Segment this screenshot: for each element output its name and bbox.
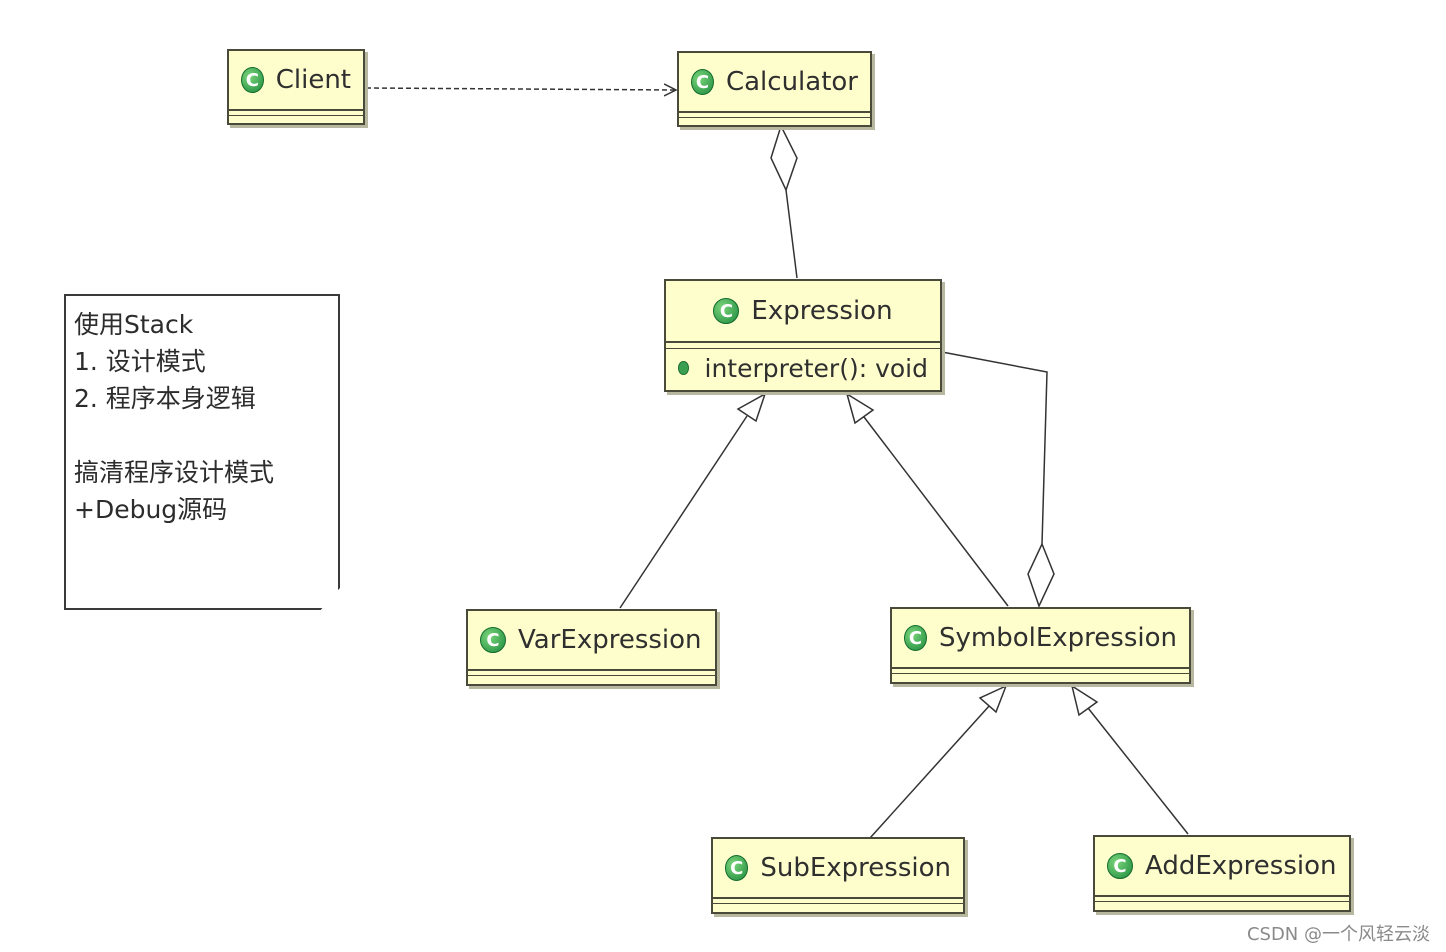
operations-divider xyxy=(713,903,963,904)
class-symbol-expression[interactable]: C SymbolExpression xyxy=(890,607,1191,684)
class-name-add-expression: AddExpression xyxy=(1145,851,1337,881)
generalization-triangle-var xyxy=(736,392,767,423)
class-var-expression[interactable]: C VarExpression xyxy=(466,609,717,686)
operations-divider xyxy=(1095,901,1349,902)
aggregation-diamond-symbol xyxy=(1027,542,1055,608)
attributes-divider xyxy=(713,897,963,899)
operations-divider xyxy=(468,675,715,676)
class-name-calculator: Calculator xyxy=(725,67,858,97)
note-line: 1. 设计模式 xyxy=(74,347,206,376)
operations-divider xyxy=(666,348,940,349)
operations-divider xyxy=(679,117,870,118)
class-add-expression[interactable]: C AddExpression xyxy=(1093,835,1351,912)
generalization-sub-expression-line xyxy=(869,704,991,839)
class-icon: C xyxy=(1107,853,1133,879)
note-line: 使用Stack xyxy=(74,310,194,339)
class-icon: C xyxy=(691,69,714,95)
watermark: CSDN @一个风轻云淡 xyxy=(1246,924,1430,945)
class-name-var-expression: VarExpression xyxy=(518,625,702,655)
operation-interpreter-label: interpreter(): void xyxy=(704,353,928,383)
class-icon: C xyxy=(904,625,927,651)
attributes-divider xyxy=(892,667,1189,669)
class-icon: C xyxy=(713,298,740,324)
note[interactable]: 使用Stack 1. 设计模式 2. 程序本身逻辑 搞清程序设计模式 +Debu… xyxy=(64,294,340,610)
class-calculator[interactable]: C Calculator xyxy=(677,51,872,127)
attributes-divider xyxy=(679,111,870,113)
operation-interpreter: interpreter(): void xyxy=(666,349,940,387)
generalization-symbol-expression-line xyxy=(863,416,1009,607)
operations-divider xyxy=(892,673,1189,674)
attributes-divider xyxy=(1095,895,1349,897)
aggregation-diamond-calculator xyxy=(770,124,798,192)
class-icon: C xyxy=(241,67,264,93)
aggregation-calculator-expression-line xyxy=(785,189,798,279)
attributes-divider xyxy=(666,341,940,343)
operations-divider xyxy=(229,115,363,116)
class-icon: C xyxy=(725,855,749,881)
class-icon: C xyxy=(480,627,506,653)
generalization-triangle-add xyxy=(1070,684,1099,717)
attributes-divider xyxy=(229,109,363,111)
note-line: +Debug源码 xyxy=(74,495,228,524)
attributes-divider xyxy=(468,669,715,671)
generalization-triangle-sub xyxy=(978,684,1008,714)
generalization-var-expression-line xyxy=(619,415,748,609)
class-sub-expression[interactable]: C SubExpression xyxy=(711,837,965,914)
public-method-icon xyxy=(678,361,689,375)
generalization-triangle-symbol xyxy=(845,392,875,425)
aggregation-symbol-expression-line xyxy=(941,351,1048,545)
class-name-symbol-expression: SymbolExpression xyxy=(939,623,1177,653)
note-line: 2. 程序本身逻辑 xyxy=(74,384,256,413)
dependency-client-calculator xyxy=(365,88,676,90)
class-name-client: Client xyxy=(275,65,351,95)
class-expression[interactable]: C Expression interpreter(): void xyxy=(664,279,942,392)
note-line xyxy=(74,417,330,454)
note-line: 搞清程序设计模式 xyxy=(74,458,275,487)
generalization-add-expression-line xyxy=(1087,707,1189,835)
class-name-sub-expression: SubExpression xyxy=(760,853,951,883)
class-name-expression: Expression xyxy=(751,296,893,326)
class-client[interactable]: C Client xyxy=(227,49,365,125)
